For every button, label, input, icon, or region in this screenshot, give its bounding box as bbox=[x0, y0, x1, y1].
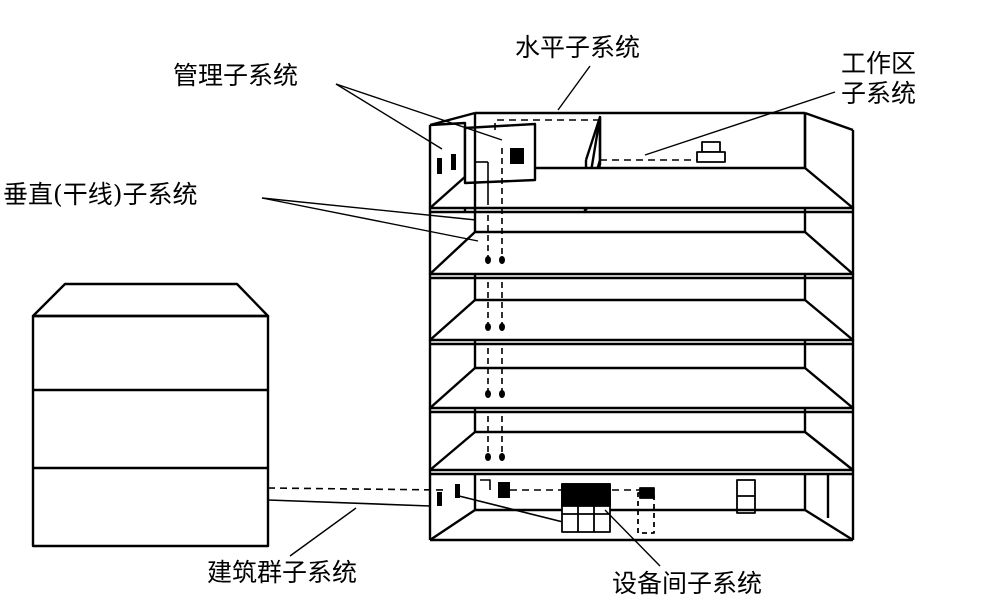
label-horizontal-subsystem: 水平子系统 bbox=[515, 33, 641, 62]
floor-slabs bbox=[428, 166, 855, 542]
label-campus-subsystem: 建筑群子系统 bbox=[207, 558, 358, 587]
equipment-rack bbox=[561, 483, 611, 533]
riser-holes bbox=[485, 256, 505, 461]
horizontal-cable bbox=[494, 119, 700, 161]
door bbox=[736, 479, 756, 514]
label-vertical-subsystem: 垂直(干线)子系统 bbox=[3, 180, 198, 209]
management-room bbox=[463, 122, 537, 210]
label-management-subsystem: 管理子系统 bbox=[173, 61, 299, 90]
patch-panels bbox=[437, 148, 524, 506]
small-building bbox=[31, 282, 270, 548]
workstation-icon bbox=[696, 141, 726, 163]
equipment-cabinet bbox=[637, 487, 655, 534]
label-equipment-subsystem: 设备间子系统 bbox=[612, 569, 763, 598]
leader-lines bbox=[261, 65, 836, 567]
label-workarea-line2: 子系统 bbox=[841, 79, 917, 108]
backbone-risers bbox=[487, 148, 503, 455]
backbone-solid-risers bbox=[475, 161, 491, 490]
label-workarea-line1: 工作区 bbox=[841, 49, 917, 78]
campus-cable bbox=[267, 487, 576, 526]
